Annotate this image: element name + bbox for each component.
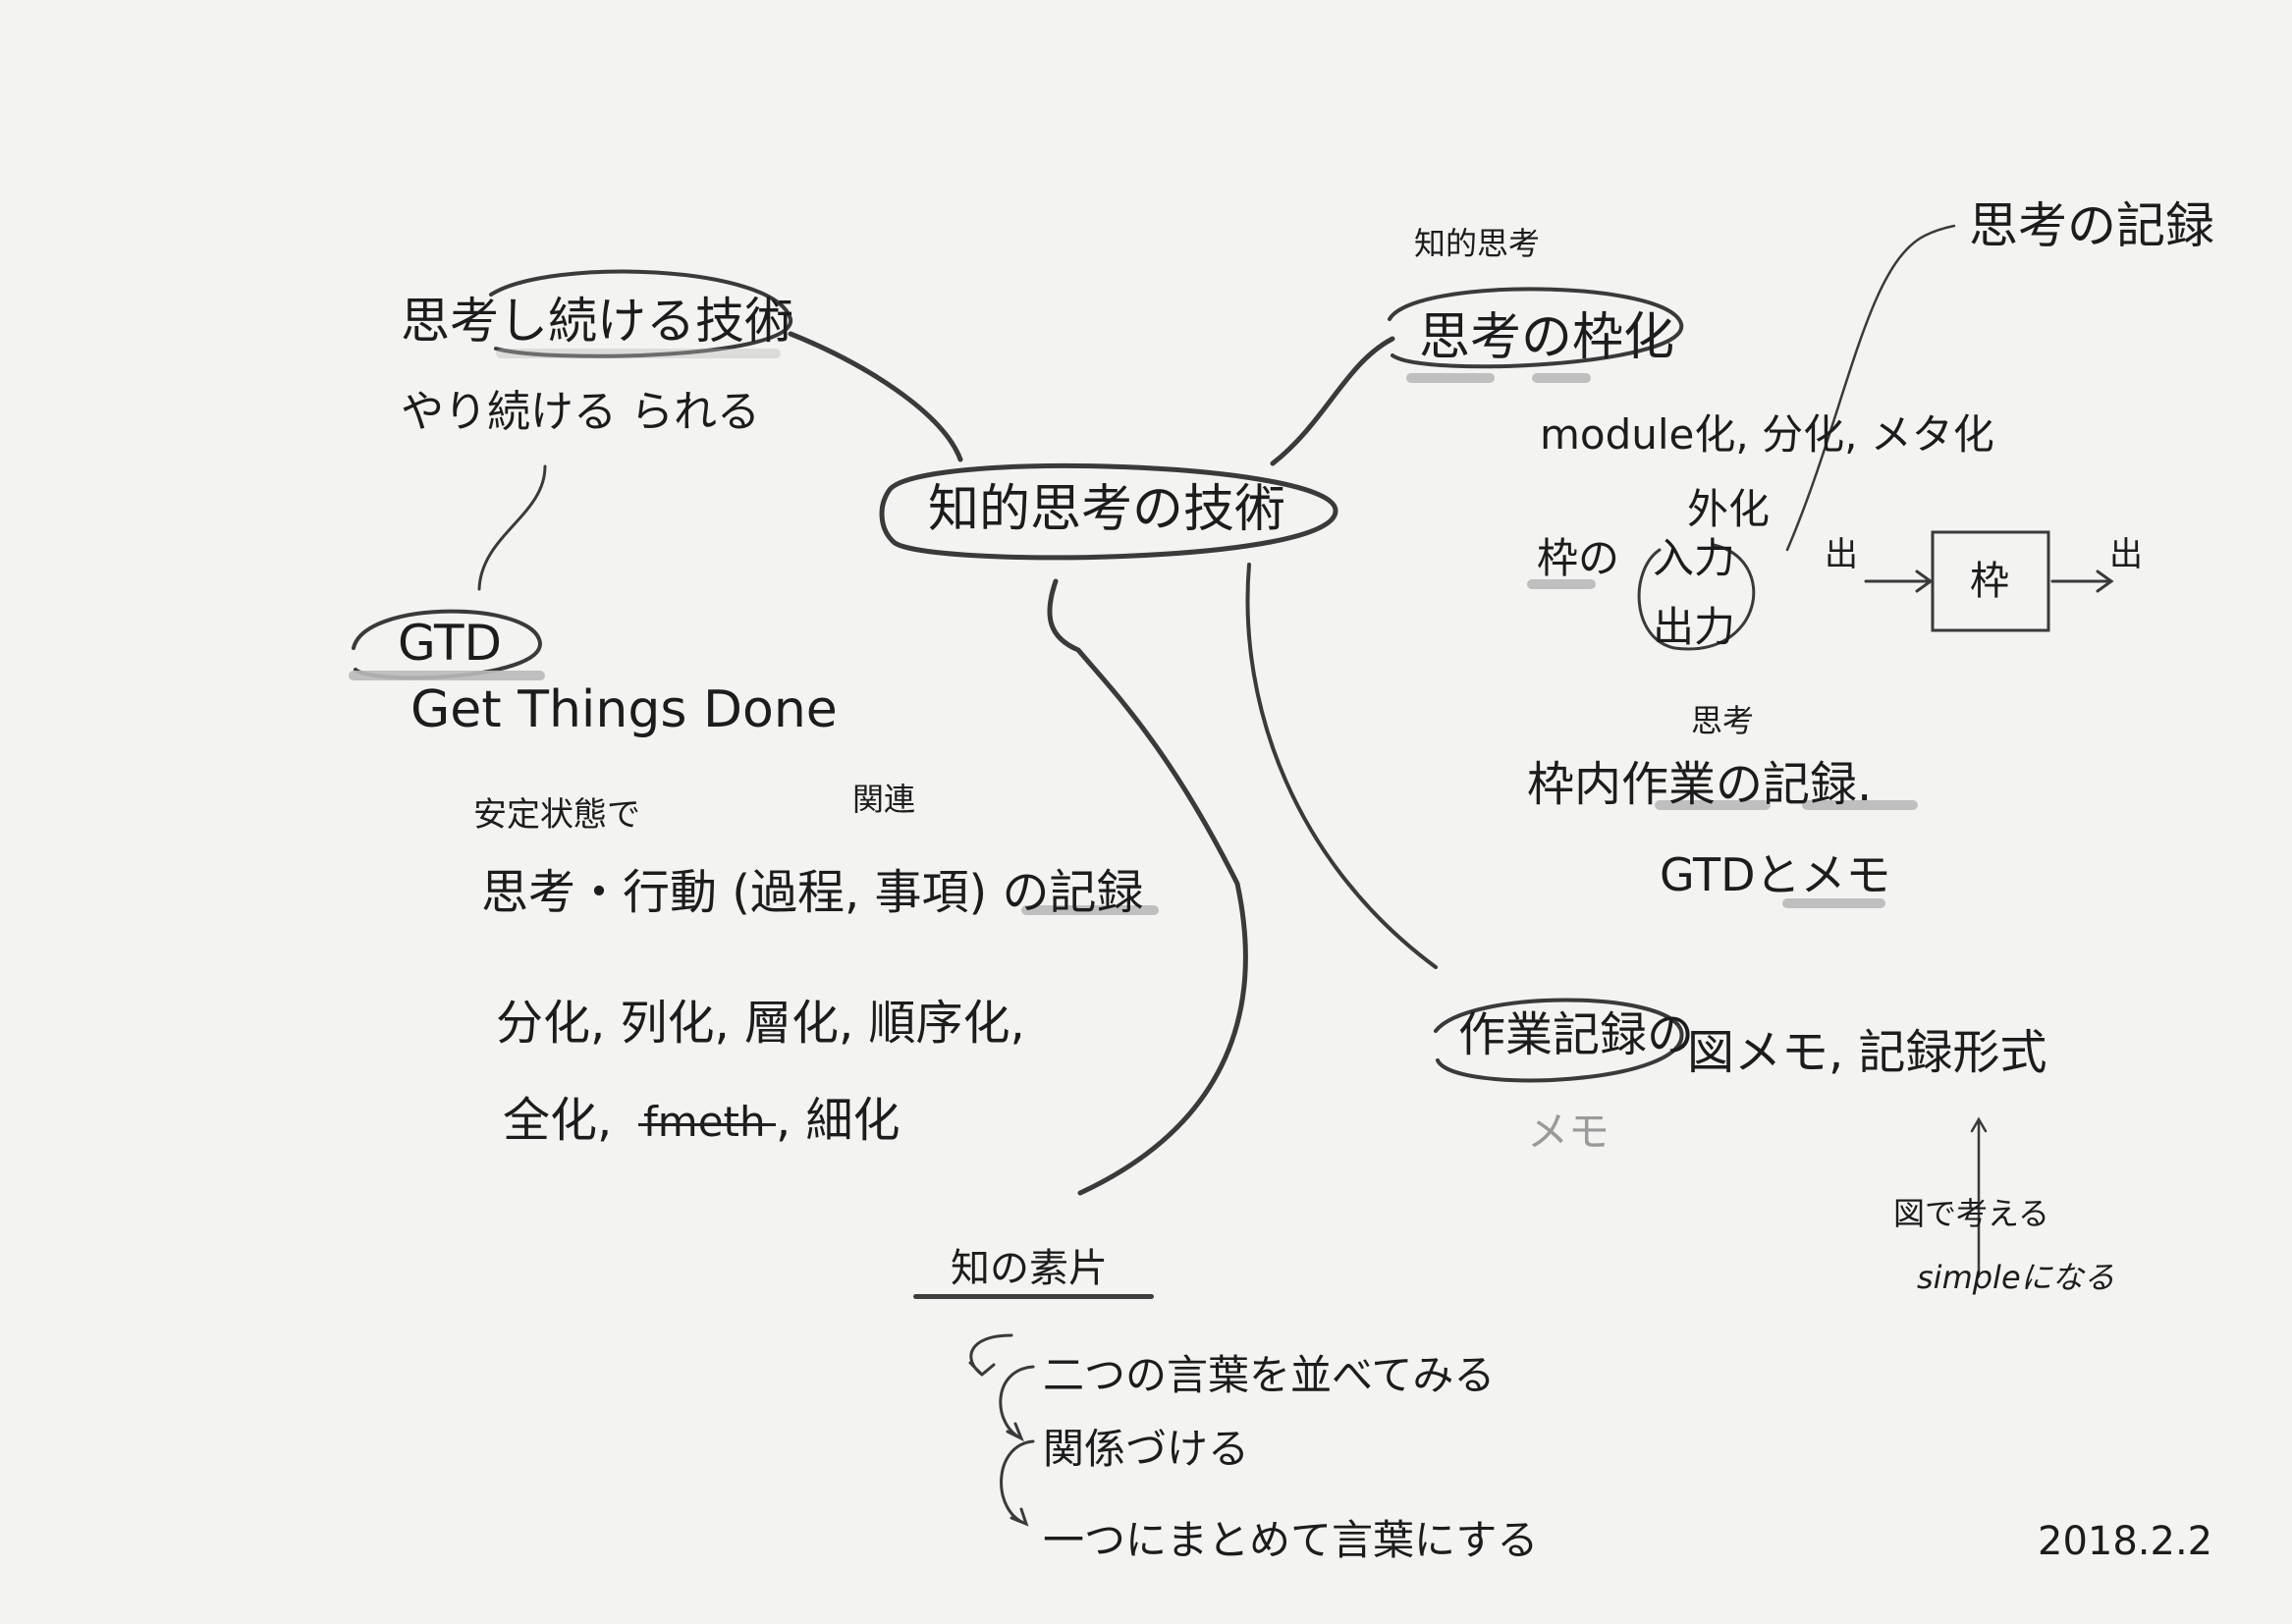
input-label: 入力	[1653, 534, 1736, 582]
date-label: 2018.2.2	[2038, 1519, 2213, 1564]
highlight-record	[1802, 800, 1918, 810]
connector-note-arrow	[1970, 1116, 1988, 1278]
lower-right-bubble-outline	[1434, 998, 1684, 1083]
work-small-label: 思考	[1691, 702, 1755, 739]
center-topic: 知的思考の技術	[928, 480, 1286, 539]
work-record: 枠内作業の記録.	[1527, 757, 1873, 812]
highlight-gtd	[349, 671, 545, 680]
right-branch-subtitle: module化, 分化, メタ化	[1540, 410, 1994, 459]
note-simple: simpleになる	[1917, 1259, 2115, 1296]
frame-output-arrow	[2050, 569, 2114, 593]
connector-left-gtd	[477, 464, 547, 591]
list-line-2b: , 細化	[776, 1093, 900, 1148]
highlight-memo	[1782, 898, 1885, 908]
right-small-label: 知的思考	[1414, 225, 1541, 262]
step-arrow-3	[1000, 1439, 1035, 1527]
frame-input-label: 出	[1825, 535, 1858, 574]
right-title-bubble-outline	[1388, 287, 1684, 369]
annotation-stable-state: 安定状態で	[473, 795, 640, 835]
lower-right-memo: メモ	[1527, 1108, 1610, 1156]
step-1: 二つの言葉を並べてみる	[1043, 1351, 1496, 1399]
frame-box-label: 枠	[1970, 559, 2009, 604]
connector-center-lowerright	[1245, 563, 1438, 969]
note-think-in-diagrams: 図で考える	[1893, 1195, 2050, 1232]
lower-right-title: 作業記録の	[1458, 1007, 1695, 1062]
left-title-bubble-outline	[489, 269, 792, 358]
highlight-frame-title	[1406, 373, 1495, 383]
io-loop-outline	[1637, 543, 1756, 651]
left-branch-title: 思考し続ける技術	[401, 293, 793, 350]
lower-right-suffix: 図メモ, 記録形式	[1687, 1025, 2047, 1080]
step-3: 一つにまとめて言葉にする	[1043, 1516, 1539, 1564]
strikethrough-line	[638, 1123, 776, 1126]
highlight-frame-title-2	[1532, 373, 1591, 383]
highlight-left-title	[496, 349, 781, 358]
outside-label: 外化	[1687, 485, 1771, 533]
frame-input-arrow	[1864, 569, 1934, 593]
gtd-memo: GTDとメモ	[1660, 848, 1891, 901]
list-line-1: 分化, 列化, 層化, 順序化,	[496, 996, 1025, 1051]
annotation-related: 関連	[852, 781, 916, 818]
highlight-frame-word	[1527, 579, 1596, 589]
highlight-work	[1655, 800, 1771, 810]
right-branch-title: 思考の枠化	[1419, 308, 1675, 367]
center-bubble-outline	[879, 462, 1338, 561]
gtd-expansion: Get Things Done	[410, 680, 838, 739]
gtd-label: GTD	[398, 615, 503, 672]
frame-output-label: 出	[2109, 535, 2143, 574]
highlight-left-record	[1021, 905, 1159, 915]
record-line: 思考・行動 (過程, 事項) の記録	[481, 865, 1144, 920]
list-line-2a: 全化,	[503, 1093, 613, 1148]
bottom-branch-title: 知の素片	[951, 1246, 1108, 1291]
step-arrow-2	[999, 1365, 1035, 1442]
output-label: 出力	[1653, 603, 1736, 651]
bottom-title-underline	[913, 1294, 1154, 1299]
connector-io-topright	[1785, 224, 1956, 552]
step-2: 関係づける	[1043, 1425, 1250, 1473]
connector-center-bottom	[1047, 578, 1248, 1196]
connector-center-left	[788, 331, 963, 462]
left-branch-subtitle: やり続ける られる	[401, 387, 760, 437]
connector-center-right	[1270, 336, 1395, 466]
step-arrow-1	[968, 1333, 1013, 1378]
top-right-label: 思考の記録	[1969, 197, 2214, 254]
frame-label: 枠の	[1537, 534, 1620, 582]
list-line-2-struck: fmeth	[643, 1098, 766, 1146]
